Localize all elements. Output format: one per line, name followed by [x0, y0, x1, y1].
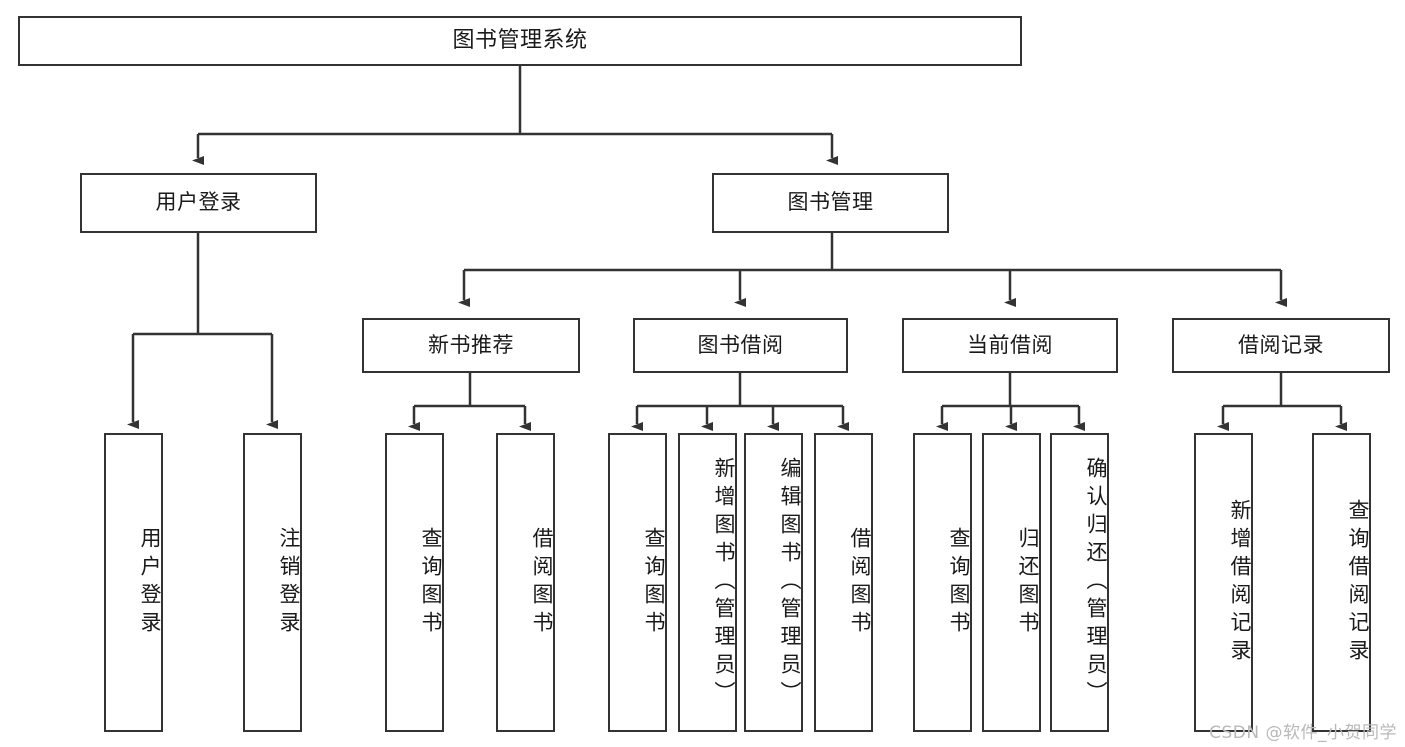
node-user-login[interactable]: 用户登录 [80, 173, 317, 233]
leaf-label: 查询图书 [642, 526, 666, 639]
leaf-label: 新增借阅记录 [1228, 498, 1252, 667]
node-root-system[interactable]: 图书管理系统 [18, 16, 1022, 66]
leaf-borrow-borrow-book[interactable]: 借阅图书 [814, 433, 873, 732]
node-new-book-recommend[interactable]: 新书推荐 [362, 318, 580, 373]
node-current-borrow[interactable]: 当前借阅 [902, 318, 1118, 373]
leaf-record-query-record[interactable]: 查询借阅记录 [1312, 433, 1371, 732]
csdn-watermark: CSDN @软件_小贺同学 [1209, 723, 1397, 743]
leaf-label: 借阅图书 [848, 526, 872, 639]
leaf-label: 查询借阅记录 [1346, 498, 1370, 667]
leaf-recommend-query-book[interactable]: 查询图书 [385, 433, 444, 732]
leaf-user-login-logout[interactable]: 注销登录 [243, 433, 302, 732]
leaf-label: 注销登录 [277, 526, 301, 639]
leaf-label: 归还图书 [1016, 526, 1040, 639]
leaf-borrow-edit-book-admin[interactable]: 编辑图书（管理员） [744, 433, 803, 732]
leaf-label: 用户登录 [138, 526, 162, 639]
node-borrow-record[interactable]: 借阅记录 [1172, 318, 1390, 373]
leaf-borrow-query-book[interactable]: 查询图书 [608, 433, 667, 732]
leaf-record-add-record[interactable]: 新增借阅记录 [1194, 433, 1253, 732]
leaf-user-login-login[interactable]: 用户登录 [104, 433, 163, 732]
leaf-label: 查询图书 [419, 526, 443, 639]
leaf-current-confirm-return-admin[interactable]: 确认归还（管理员） [1050, 433, 1109, 732]
leaf-current-return-book[interactable]: 归还图书 [982, 433, 1041, 732]
leaf-label: 确认归还（管理员） [1084, 456, 1108, 709]
node-book-management[interactable]: 图书管理 [712, 173, 949, 233]
leaf-label: 借阅图书 [530, 526, 554, 639]
leaf-label: 新增图书（管理员） [712, 456, 736, 709]
leaf-current-query-book[interactable]: 查询图书 [913, 433, 972, 732]
leaf-borrow-add-book-admin[interactable]: 新增图书（管理员） [678, 433, 737, 732]
leaf-label: 查询图书 [947, 526, 971, 639]
leaf-label: 编辑图书（管理员） [778, 456, 802, 709]
node-book-borrow[interactable]: 图书借阅 [633, 318, 848, 373]
leaf-recommend-borrow-book[interactable]: 借阅图书 [496, 433, 555, 732]
